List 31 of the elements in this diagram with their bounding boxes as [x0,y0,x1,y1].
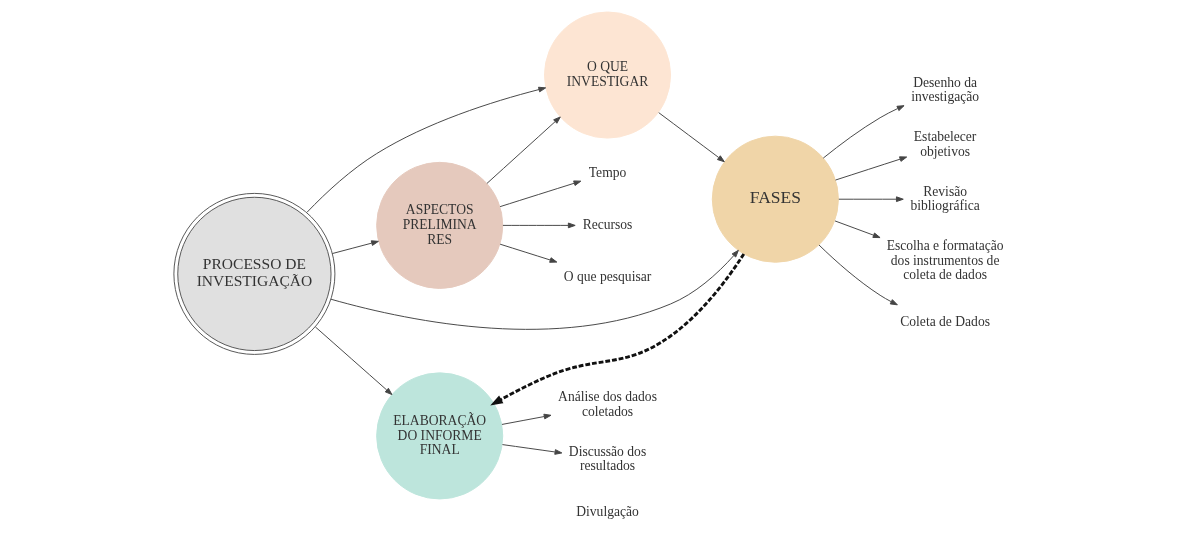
node-circle: ASPECTOS PRELIMINA RES [376,161,504,289]
arrow [835,156,908,181]
arrow [834,220,881,239]
arrow [838,196,904,203]
arrow [331,240,379,255]
arrow [314,326,393,396]
node-text: O que pesquisar [563,269,652,285]
node-text: Revisão bibliográfica [910,183,980,214]
arrow [818,244,898,306]
arrow [306,86,547,213]
arrow [658,112,725,163]
label: Divulgação [576,504,639,520]
node-text: Desenho da investigação [911,74,980,105]
node-text: Análise dos dados coletados [558,389,657,419]
node-text: Tempo [588,164,627,180]
node-text: Escolha e formatação dos instrumentos de coleta de dados [886,238,1004,283]
arrow [490,253,746,406]
arrow [501,413,552,425]
node-text: Recursos [582,216,633,232]
arrow [486,116,561,184]
arrow [499,180,582,208]
arrow [502,222,576,229]
node-circle: O QUE INVESTIGAR [543,11,672,139]
arrow [499,243,558,263]
node-text: Coleta de Dados [900,314,990,330]
node-text: Discussão dos resultados [568,443,647,474]
node-text: Estabelecer objetivos [913,129,977,159]
arrow [822,105,905,159]
node-circle: FASES [711,135,839,263]
arrow [330,249,739,330]
arrow [501,444,563,455]
